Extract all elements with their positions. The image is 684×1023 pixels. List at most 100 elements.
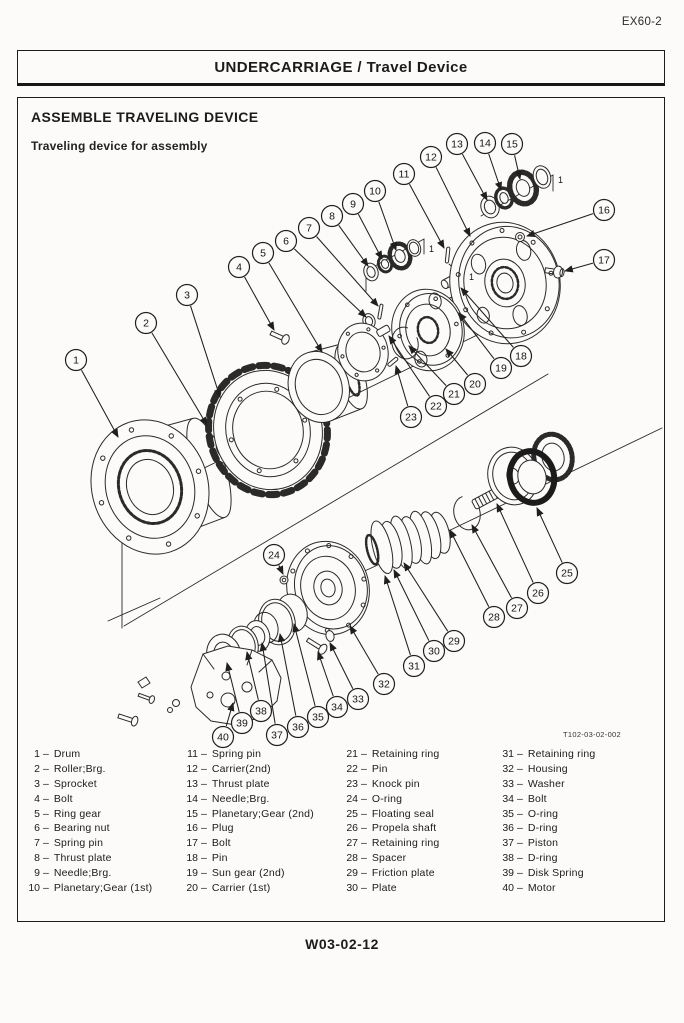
part-separator: – [361,807,367,820]
part-separator: – [517,867,523,880]
part-entry-11: 11–Spring pin [178,748,338,763]
part-number: 3 [34,777,40,790]
part-separator: – [201,867,207,880]
part-separator: – [43,792,49,805]
part-separator: – [43,762,49,775]
part-separator: – [361,837,367,850]
part-number: 38 [502,852,514,865]
part-name: Spring pin [53,837,104,850]
part-entry-25: 25–Floating seal [338,808,494,823]
part-name: Bolt [527,792,547,805]
part-number: 25 [346,807,358,820]
part-number: 7 [34,837,40,850]
part-name: Sun gear (2nd) [211,867,285,880]
part-number: 35 [502,807,514,820]
part-name: Needle;Brg. [211,792,270,805]
part-number: 17 [186,837,198,850]
part-number: 30 [346,882,358,895]
part-name: Needle;Brg. [53,867,112,880]
part-name: Retaining ring [371,748,440,760]
part-name: Sprocket [53,777,97,790]
part-entry-8: 8–Thrust plate [20,852,178,867]
page-number: W03-02-12 [305,936,379,952]
part-separator: – [201,792,207,805]
part-name: Propela shaft [371,822,437,835]
part-entry-17: 17–Bolt [178,837,338,852]
part-number: 22 [346,762,358,775]
part-number: 40 [502,882,514,895]
part-entry-19: 19–Sun gear (2nd) [178,867,338,882]
part-name: Plug [211,822,234,835]
part-number: 29 [346,867,358,880]
part-separator: – [517,792,523,805]
part-separator: – [361,822,367,835]
part-separator: – [201,777,207,790]
part-number: 11 [187,748,198,760]
part-number: 32 [502,762,514,775]
part-number: 24 [346,792,358,805]
part-name: Disk Spring [527,867,584,880]
part-entry-23: 23–Knock pin [338,778,494,793]
part-entry-37: 37–Piston [494,837,656,852]
part-separator: – [517,882,523,895]
section-heading: ASSEMBLE TRAVELING DEVICE [31,109,259,125]
part-number: 12 [186,762,198,775]
part-entry-32: 32–Housing [494,763,656,778]
part-number: 23 [346,777,358,790]
part-name: Bolt [53,792,73,805]
part-separator: – [43,837,49,850]
part-entry-28: 28–Spacer [338,852,494,867]
part-name: Spring pin [211,748,262,760]
part-name: Planetary;Gear (1st) [53,882,153,895]
part-number: 27 [346,837,358,850]
part-name: Spacer [371,852,407,865]
part-name: Retaining ring [527,748,596,760]
part-separator: – [517,807,523,820]
part-name: Piston [527,837,559,850]
part-separator: – [201,807,207,820]
part-name: O-ring [371,792,403,805]
part-number: 28 [346,852,358,865]
part-entry-31: 31–Retaining ring [494,748,656,763]
part-name: Carrier(2nd) [211,762,271,775]
part-separator: – [517,777,523,790]
chapter-title: UNDERCARRIAGE / Travel Device [214,58,468,76]
part-name: D-ring [527,822,558,835]
part-number: 14 [186,792,198,805]
part-number: 31 [502,748,514,760]
part-separator: – [43,748,49,760]
part-separator: – [201,837,207,850]
part-separator: – [361,762,367,775]
part-entry-40: 40–Motor [494,882,656,897]
section-subheading: Traveling device for assembly [31,139,208,153]
part-number: 18 [186,852,198,865]
part-number: 26 [346,822,358,835]
part-entry-26: 26–Propela shaft [338,822,494,837]
part-name: Drum [53,748,81,760]
part-number: 2 [34,762,40,775]
part-number: 20 [186,882,198,895]
part-name: D-ring [527,852,558,865]
part-number: 4 [34,792,40,805]
part-entry-18: 18–Pin [178,852,338,867]
chapter-title-box: UNDERCARRIAGE / Travel Device [17,50,665,86]
part-separator: – [201,882,207,895]
part-name: Housing [527,762,568,775]
part-name: Thrust plate [53,852,112,865]
part-number: 21 [346,748,358,760]
part-entry-12: 12–Carrier(2nd) [178,763,338,778]
part-entry-21: 21–Retaining ring [338,748,494,763]
part-name: Knock pin [371,777,420,790]
part-name: Planetary;Gear (2nd) [211,807,314,820]
part-name: Bolt [211,837,231,850]
part-number: 9 [34,867,40,880]
part-number: 15 [186,807,198,820]
part-entry-30: 30–Plate [338,882,494,897]
figure-reference-number: T102-03-02-002 [563,730,621,739]
part-name: Ring gear [53,807,102,820]
part-separator: – [43,807,49,820]
part-entry-38: 38–D-ring [494,852,656,867]
part-entry-9: 9–Needle;Brg. [20,867,178,882]
part-name: Motor [527,882,556,895]
part-name: O-ring [527,807,559,820]
